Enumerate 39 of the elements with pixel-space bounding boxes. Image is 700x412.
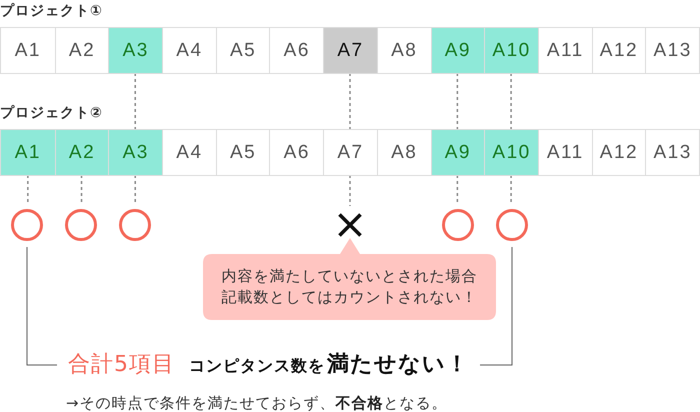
dashed-connector — [456, 175, 458, 203]
row-heading: プロジェクト② — [0, 104, 103, 122]
row-heading: プロジェクト① — [0, 2, 103, 20]
note-text: →その時点で条件を満たせておらず、不合格となる。 — [66, 394, 448, 412]
item-cell: A12 — [592, 28, 646, 73]
dashed-connector — [134, 175, 136, 203]
speech-bubble — [203, 238, 496, 320]
highlighted-cell: A3 — [108, 28, 162, 73]
highlighted-cell: A2 — [54, 130, 108, 175]
dashed-connector — [510, 175, 512, 203]
item-cell: A5 — [216, 130, 270, 175]
highlighted-cell: A9 — [430, 130, 484, 175]
circle-mark-icon — [442, 209, 474, 241]
cross-mark-icon — [337, 212, 363, 238]
bracket-line — [26, 246, 58, 366]
summary-text: コンピタンス数を — [189, 355, 325, 377]
dashed-connector — [349, 175, 351, 206]
highlighted-cell: A3 — [108, 130, 162, 175]
total-count-text: 合計5項目 — [68, 351, 175, 379]
circle-mark-icon — [496, 209, 528, 241]
circle-mark-icon — [11, 209, 43, 241]
dashed-connector — [456, 73, 458, 130]
circle-mark-icon — [65, 209, 97, 241]
dashed-connector — [27, 175, 29, 203]
grayed-cell: A7 — [323, 28, 377, 73]
highlighted-cell: A10 — [484, 28, 538, 73]
circle-mark-icon — [119, 209, 151, 241]
dashed-connector — [510, 73, 512, 130]
callout-text: 内容を満たしていないとされた場合記載数としてはカウントされない！ — [220, 266, 478, 308]
highlighted-cell: A10 — [484, 130, 538, 175]
highlighted-cell: A1 — [1, 130, 55, 175]
highlighted-cell: A9 — [430, 28, 484, 73]
dashed-connector — [80, 175, 82, 203]
dashed-connector — [349, 73, 351, 130]
emphasis-text: 満たせない！ — [327, 351, 469, 379]
bracket-line — [480, 246, 512, 366]
item-cell: A12 — [592, 130, 646, 175]
item-cell: A5 — [216, 28, 270, 73]
dashed-connector — [134, 73, 136, 130]
